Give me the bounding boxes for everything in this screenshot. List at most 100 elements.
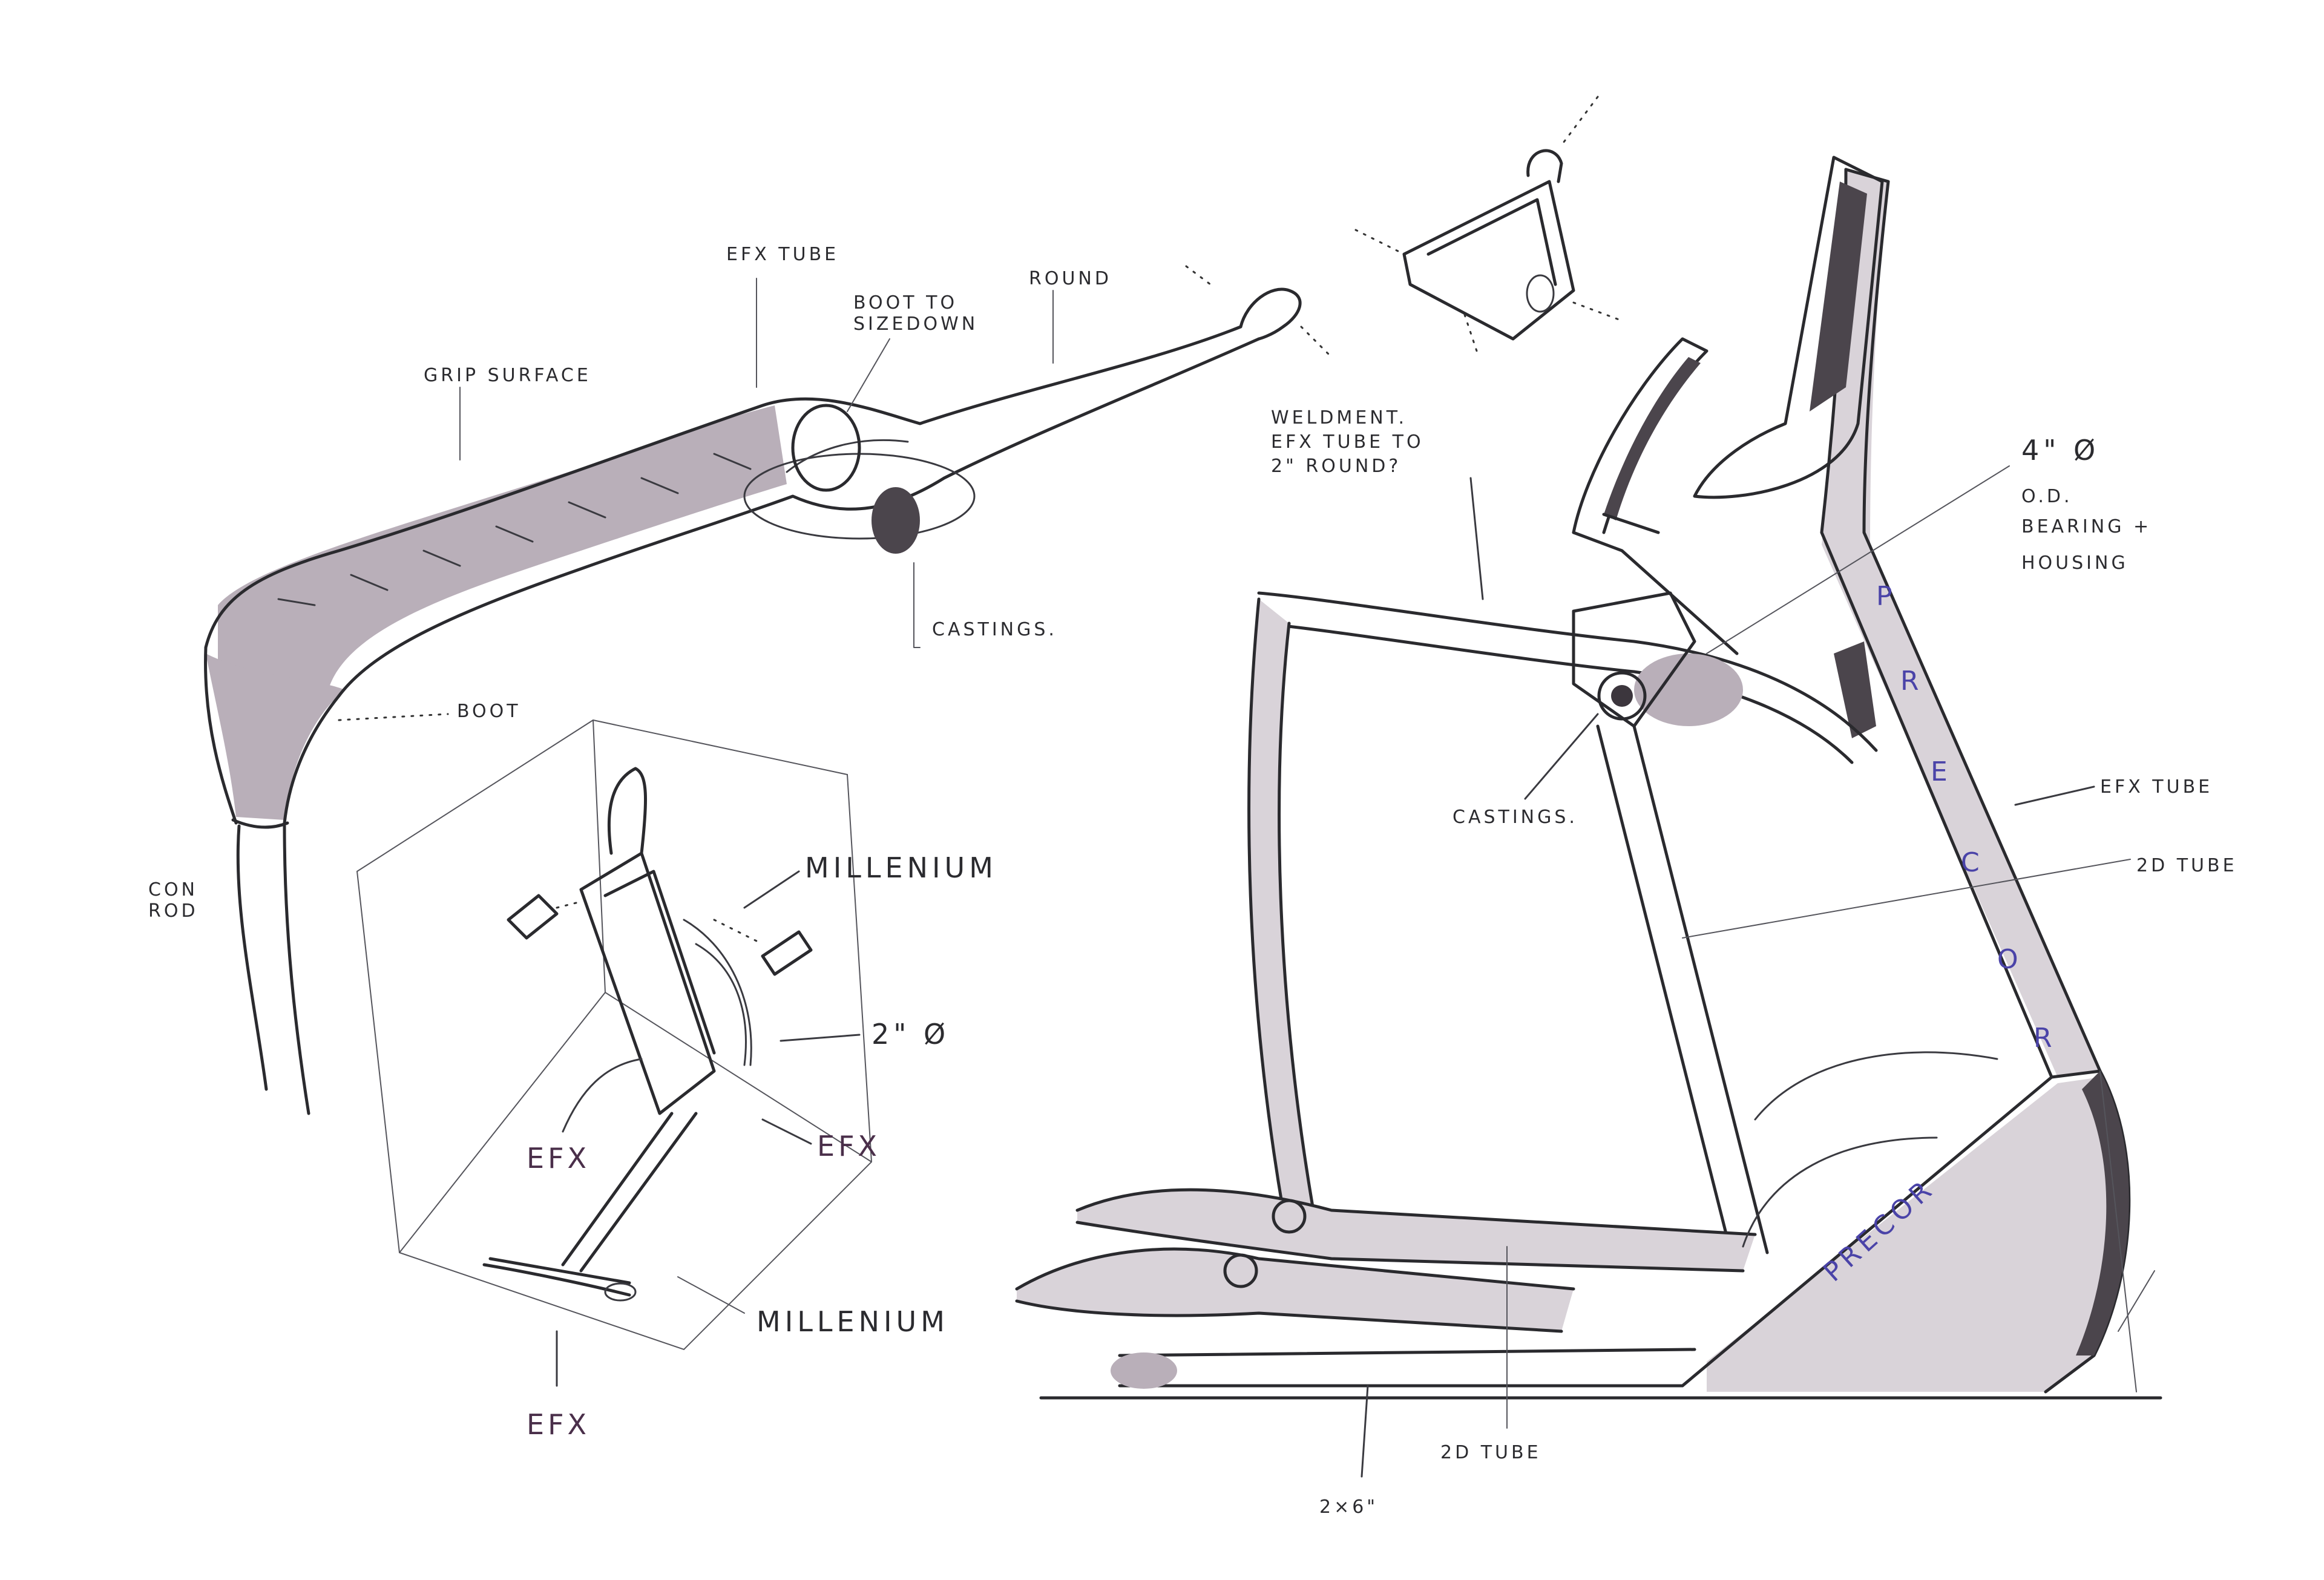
- boot-collar-dark: [872, 487, 920, 554]
- millenium-frame: [579, 851, 716, 1115]
- brand-upright-letter-6: R: [2034, 1023, 2057, 1054]
- pedal-pivot-upper: [1272, 1199, 1307, 1234]
- leader-millenium-lower: [677, 1276, 745, 1314]
- casting-knob: [1526, 149, 1563, 183]
- bearing-hub-center: [1611, 685, 1633, 707]
- side-grip: [1834, 641, 1876, 738]
- millenium-flywheel: [683, 919, 752, 1066]
- label-con: CON: [148, 879, 198, 900]
- efx-crossbar: [1257, 591, 1878, 764]
- console-screen: [1810, 182, 1867, 411]
- casting-bowl: [743, 453, 976, 540]
- pedal-lower: [1015, 1247, 1575, 1333]
- label-rod: ROD: [148, 900, 199, 922]
- pedal-upper: [1075, 1188, 1757, 1273]
- label-weldment-1: WELDMENT.: [1271, 407, 1407, 428]
- leader-efx-left: [562, 1058, 643, 1133]
- left-casting-part: [507, 894, 559, 940]
- grip-rib-3: [422, 549, 461, 567]
- label-efx-tube-top: EFX TUBE: [726, 244, 839, 265]
- base-rail-end: [1111, 1352, 1177, 1389]
- label-millenium-upper: MILLENIUM: [805, 851, 997, 884]
- casting-block: [1572, 591, 1696, 728]
- label-sizedown: SIZEDOWN: [853, 313, 978, 335]
- label-bearing-2: O.D.: [2021, 486, 2073, 507]
- brand-upright: P R E C O R: [1876, 581, 2057, 1054]
- moving-arm-grip-tone: [1604, 357, 1701, 520]
- label-efx-tube-right: EFX TUBE: [2100, 776, 2213, 798]
- leader-2d-tube-right: [1682, 859, 2131, 939]
- right-casting-part: [761, 930, 813, 976]
- label-efx-right: EFX: [817, 1130, 881, 1162]
- elliptical-machine-sketch: P R E C O R P R E C O R WELDMENT. EFX TUBE TO…: [1015, 156, 2237, 1518]
- casting-body: [1402, 180, 1575, 341]
- brand-upright-letter-1: P: [1876, 581, 1897, 612]
- label-efx-bottom: EFX: [527, 1408, 590, 1441]
- pedal-lower-tone: [1017, 1249, 1574, 1331]
- grip-rib-4: [495, 525, 534, 543]
- leader-2x6: [1361, 1385, 1369, 1478]
- casting-bore: [1526, 274, 1555, 313]
- leader-boot: [338, 713, 449, 721]
- bearing-housing: [1634, 654, 1743, 726]
- handlebar-sketch: EFX TUBE BOOT TO SIZEDOWN ROUND GRIP SUR…: [148, 244, 1333, 1115]
- rear-frame-lines: [2099, 1070, 2155, 1392]
- label-castings-top: CASTINGS.: [932, 619, 1057, 640]
- boot-tone: [206, 654, 345, 820]
- isometric-box-sketch: MILLENIUM 2" Ø EFX EFX MILLENIUM EFX: [356, 719, 997, 1441]
- console-outline: [1693, 156, 1884, 499]
- label-2x6: 2×6": [1319, 1496, 1378, 1518]
- leader-millenium-upper: [743, 870, 800, 909]
- grip-rib-7: [713, 453, 752, 470]
- leader-weldment: [1469, 477, 1484, 600]
- part-dots: [556, 900, 764, 945]
- label-millenium-lower: MILLENIUM: [757, 1305, 949, 1338]
- leader-2in: [780, 1034, 861, 1042]
- boot-outline: [204, 646, 341, 825]
- boot-collar: [791, 404, 861, 492]
- label-grip-surface: GRIP SURFACE: [424, 365, 591, 386]
- label-boot: BOOT: [457, 701, 521, 722]
- front-link: [1247, 597, 1315, 1212]
- brand-upright-letter-2: R: [1900, 666, 1924, 697]
- label-weldment-2: EFX TUBE TO: [1271, 431, 1424, 453]
- label-weldment-3: 2" ROUND?: [1271, 456, 1401, 477]
- casting-axes: [1354, 96, 1623, 352]
- round-tube-end: [1239, 287, 1302, 341]
- moving-arm-lever: [1572, 513, 1739, 655]
- grip-rib-6: [640, 477, 679, 494]
- label-castings-mid: CASTINGS.: [1452, 807, 1578, 828]
- rear-shroud-tone: [1707, 1077, 2129, 1392]
- upright-tone: [1822, 169, 2100, 1077]
- leader-efx-tube-right: [2014, 785, 2095, 806]
- label-bearing-1: 4" Ø: [2021, 434, 2099, 467]
- handle-lower-edge: [337, 337, 1261, 698]
- brand-upright-letter-5: O: [1997, 944, 2023, 975]
- leader-boot-sizedown: [847, 338, 890, 412]
- label-boot-to: BOOT TO: [853, 292, 957, 313]
- efx-foot-end: [604, 1282, 637, 1302]
- label-2d-tube-right: 2D TUBE: [2136, 855, 2237, 876]
- grip-surface-tone: [218, 405, 787, 696]
- leader-castings-mid: [1524, 713, 1599, 800]
- brand-upright-letter-4: C: [1961, 847, 1984, 878]
- brand-upright-letter-3: E: [1931, 756, 1952, 787]
- flywheel-arc: [1742, 1051, 1998, 1248]
- efx-foot: [482, 1257, 631, 1297]
- pedal-upper-tone: [1077, 1190, 1755, 1271]
- label-bearing-3: BEARING +: [2021, 516, 2152, 537]
- label-bearing-4: HOUSING: [2021, 552, 2129, 574]
- label-round: ROUND: [1029, 268, 1112, 289]
- leader-castings: [913, 562, 921, 648]
- rear-shroud-edge-dark: [2076, 1071, 2129, 1355]
- handle-upper-edge: [204, 325, 1242, 649]
- boot-band: [231, 818, 289, 829]
- millenium-handle: [607, 767, 648, 855]
- label-efx-left: EFX: [527, 1142, 590, 1175]
- pedal-pivot-lower: [1223, 1253, 1258, 1288]
- rear-2d-tube: [1596, 724, 1769, 1254]
- grip-rib-5: [568, 501, 606, 519]
- casting-detail-sketch: [1354, 96, 1623, 352]
- upright-outer: [1844, 168, 2102, 1073]
